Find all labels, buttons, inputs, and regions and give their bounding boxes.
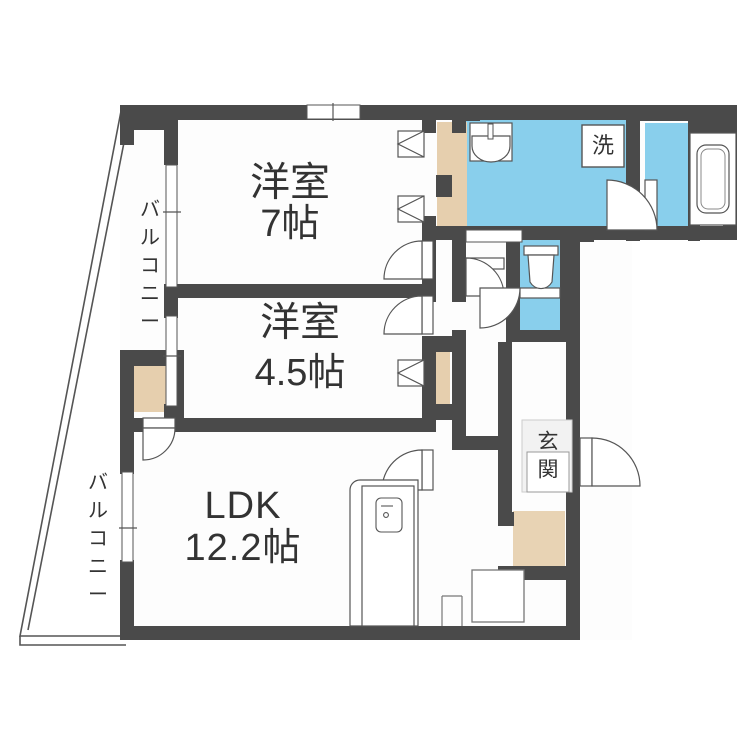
closet-door-symbols — [396, 130, 425, 387]
bathtub — [689, 132, 737, 226]
bedroom-2-size: 4.5帖 — [255, 352, 346, 394]
bedroom-1-name: 洋室 — [250, 161, 330, 205]
door-entrance — [579, 437, 641, 487]
door-bath-vestibule — [606, 179, 658, 231]
kitchen-appliance — [471, 569, 525, 623]
balcony-lower-char-0: バ — [88, 472, 108, 494]
balcony-upper-char-2: コ — [140, 255, 160, 277]
ldk-name: LDK — [205, 485, 282, 527]
balcony-upper-label: バ ル コ ニ ー — [140, 199, 160, 333]
entrance-char-0: 玄 — [538, 431, 559, 454]
refrigerator — [349, 479, 419, 627]
entrance-label: 玄 関 — [538, 431, 559, 482]
bedroom-1-label: 洋室 7帖 — [250, 161, 330, 245]
ldk-label: LDK 12.2帖 — [185, 485, 302, 569]
balcony-lower-label: バ ル コ ニ ー — [88, 472, 108, 606]
toilet — [523, 245, 559, 290]
balcony-lower-char-4: ー — [88, 584, 108, 606]
door-swings — [142, 179, 658, 491]
door-bedroom1 — [383, 240, 434, 280]
wash-basin — [469, 122, 513, 163]
balcony-lower-char-2: コ — [88, 528, 108, 550]
door-storage — [142, 417, 176, 461]
entrance-char-1: 関 — [538, 459, 559, 482]
balcony-upper-char-0: バ — [140, 199, 160, 221]
balcony-upper-char-1: ル — [140, 227, 160, 249]
bedroom-2-name: 洋室 — [260, 301, 340, 345]
balcony-lower-char-3: ニ — [88, 556, 108, 578]
ldk-size: 12.2帖 — [185, 527, 302, 569]
entrance-tataki-fill — [513, 511, 565, 571]
entrance-label-box — [521, 419, 573, 493]
balcony-upper-char-3: ニ — [140, 283, 160, 305]
window-ldk-left — [119, 471, 137, 563]
counter-upper — [465, 229, 523, 243]
window-bedroom2-left — [163, 315, 181, 407]
counter-lines — [441, 595, 463, 626]
balcony-upper-char-4: ー — [140, 311, 160, 333]
balcony-lower-char-1: ル — [88, 500, 108, 522]
bedroom-1-size: 7帖 — [260, 203, 319, 245]
closet-upper-right-fill — [437, 122, 467, 226]
balcony-outline — [19, 105, 131, 646]
window-bedroom1-left — [163, 164, 181, 288]
washer-label: 洗 — [592, 133, 614, 158]
window-top — [306, 103, 361, 121]
door-bedroom2 — [383, 295, 434, 335]
bedroom-2-label: 洋室 4.5帖 — [255, 301, 346, 394]
washing-machine-space: 洗 — [581, 124, 625, 168]
door-bathroom — [465, 257, 505, 297]
windows — [119, 103, 361, 563]
